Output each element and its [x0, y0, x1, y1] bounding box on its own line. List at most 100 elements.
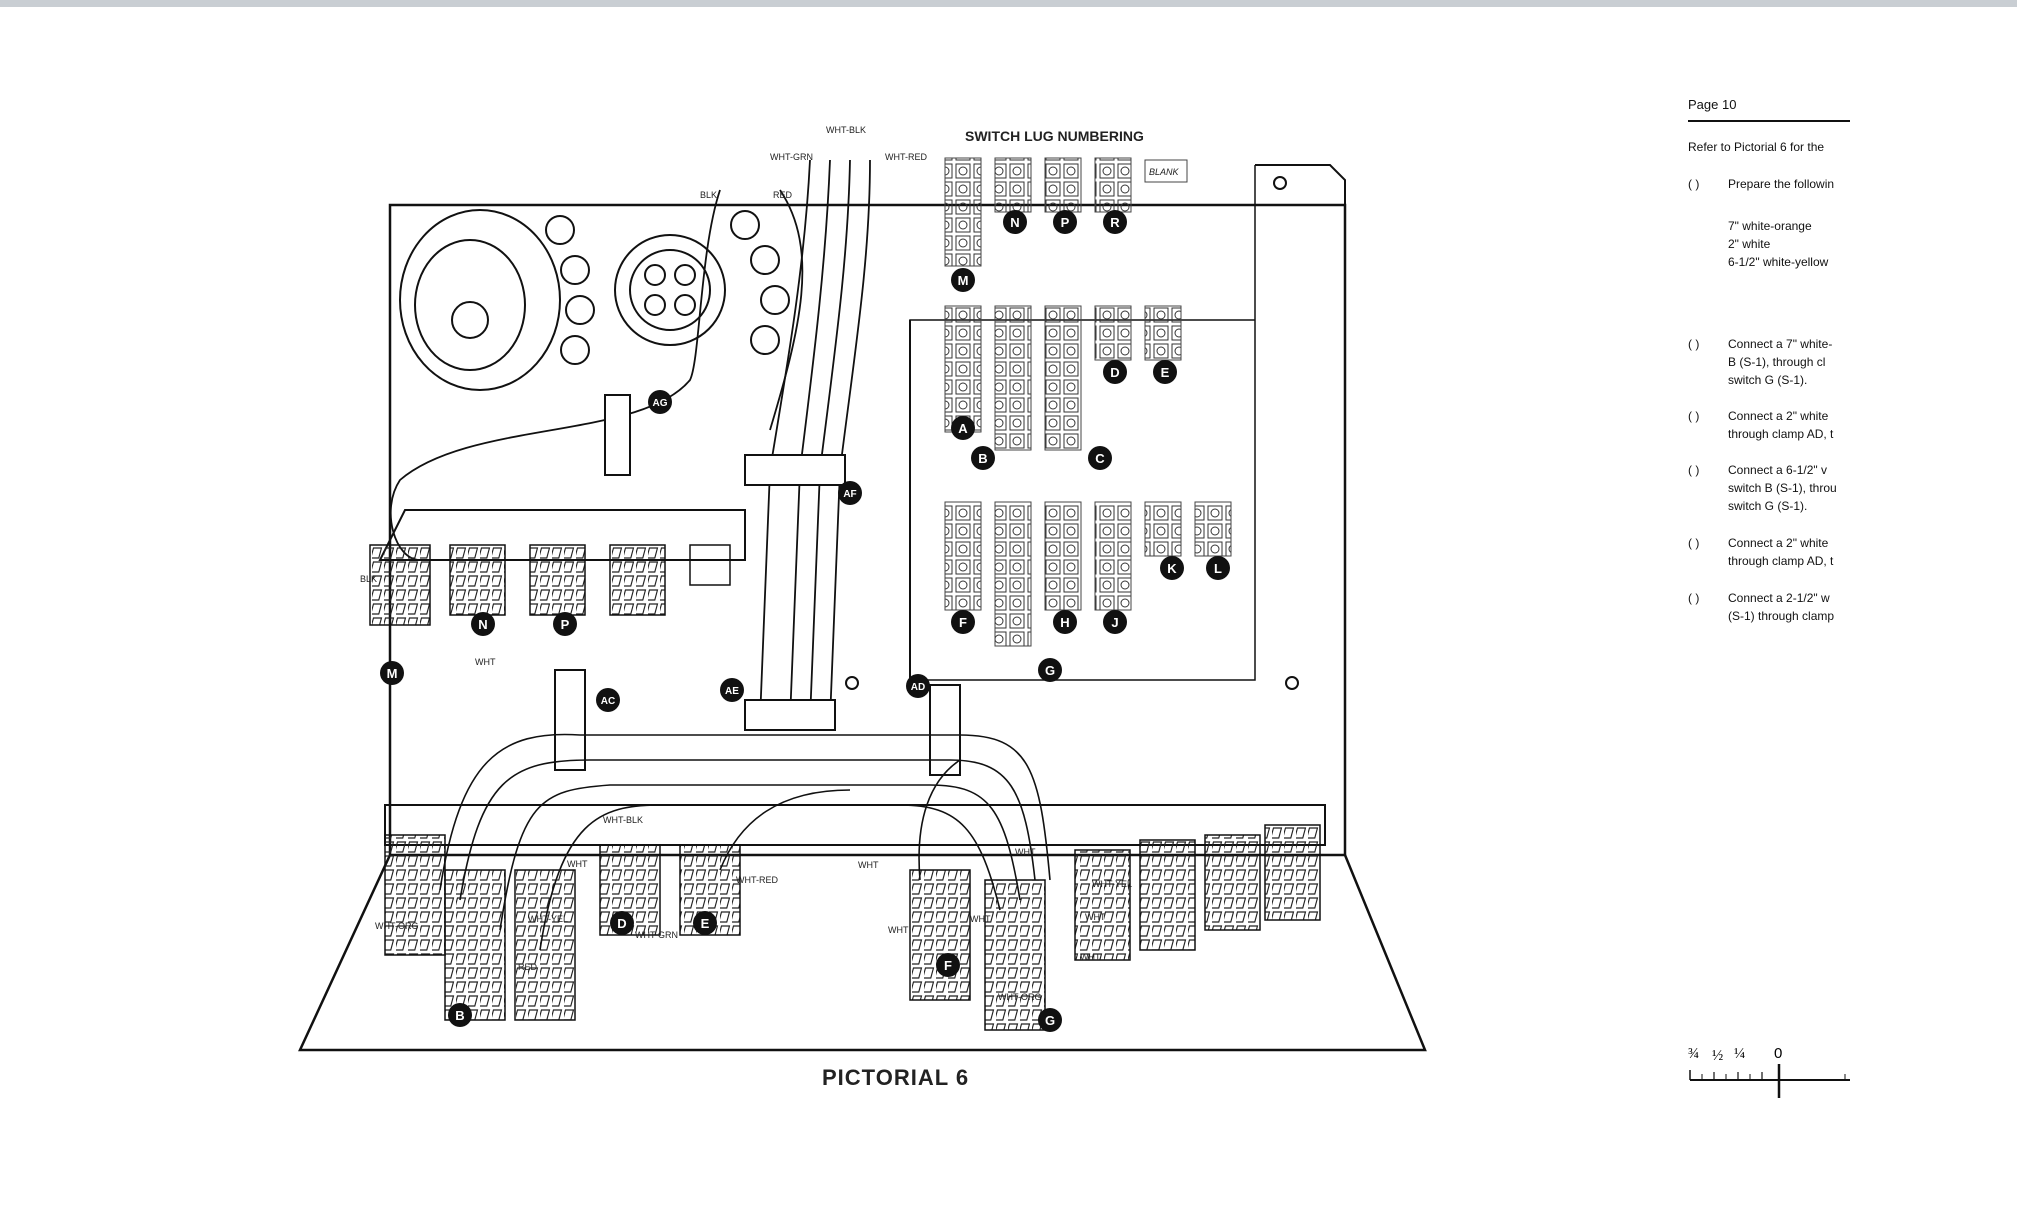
- svg-text:WHT-GRN: WHT-GRN: [770, 152, 813, 162]
- callout-clamp-AC: AC: [596, 688, 620, 712]
- svg-text:C: C: [1095, 451, 1105, 466]
- wire-list: 7" white-orange 2" white 6-1/2" white-ye…: [1728, 219, 1829, 269]
- svg-text:RED: RED: [773, 190, 793, 200]
- svg-text:N: N: [1010, 215, 1019, 230]
- svg-text:AE: AE: [725, 686, 739, 697]
- svg-text:WHT: WHT: [1015, 847, 1036, 857]
- front-switch-row: [384, 804, 1326, 1031]
- step-checkbox[interactable]: ( ): [1688, 536, 1700, 550]
- svg-text:N: N: [478, 617, 487, 632]
- svg-text:F: F: [944, 958, 952, 973]
- step-checkbox[interactable]: ( ): [1688, 337, 1700, 351]
- intro-text: Refer to Pictorial 6 for the: [1688, 140, 1825, 154]
- callout-rear-P: P: [553, 612, 577, 636]
- svg-text:WHT: WHT: [1080, 952, 1101, 962]
- step-checkbox[interactable]: ( ): [1688, 409, 1700, 423]
- svg-text:WHT-ORG: WHT-ORG: [998, 992, 1042, 1002]
- svg-text:WHT-BLK: WHT-BLK: [603, 815, 643, 825]
- svg-text:G: G: [1045, 663, 1055, 678]
- callout-clamp-AE: AE: [720, 678, 744, 702]
- svg-text:AF: AF: [843, 489, 856, 500]
- callout-J: J: [1103, 610, 1127, 634]
- svg-text:H: H: [1060, 615, 1069, 630]
- callout-rear-M: M: [380, 661, 404, 685]
- callout-G: G: [1038, 658, 1062, 682]
- svg-text:J: J: [1111, 615, 1118, 630]
- callout-A: A: [951, 416, 975, 440]
- svg-text:WHT: WHT: [1085, 912, 1106, 922]
- svg-text:AG: AG: [653, 398, 668, 409]
- step-3: ( ) Connect a 2" white through clamp AD,…: [1688, 409, 1834, 441]
- callout-clamp-AG: AG: [648, 390, 672, 414]
- callout-N: N: [1003, 210, 1027, 234]
- svg-text:P: P: [561, 617, 570, 632]
- callout-H: H: [1053, 610, 1077, 634]
- svg-text:A: A: [958, 421, 968, 436]
- step-checkbox[interactable]: ( ): [1688, 591, 1700, 605]
- callout-C: C: [1088, 446, 1112, 470]
- instructions-column: Page 10 Refer to Pictorial 6 for the ( )…: [1688, 0, 2017, 1225]
- svg-text:WHT-YEL: WHT-YEL: [1092, 879, 1132, 889]
- header-rule: [1688, 120, 1850, 122]
- svg-text:G: G: [1045, 1013, 1055, 1028]
- svg-text:WHT-YEL: WHT-YEL: [528, 914, 568, 924]
- svg-text:AD: AD: [911, 682, 925, 693]
- svg-text:WHT: WHT: [970, 914, 991, 924]
- svg-text:WHT: WHT: [475, 657, 496, 667]
- socket-left: [399, 209, 595, 391]
- svg-text:F: F: [959, 615, 967, 630]
- svg-text:WHT: WHT: [858, 860, 879, 870]
- svg-text:½: ½: [1712, 1048, 1723, 1064]
- svg-text:K: K: [1167, 561, 1177, 576]
- svg-text:WHT-ORG: WHT-ORG: [375, 921, 419, 931]
- svg-text:0: 0: [1774, 1045, 1782, 1062]
- callout-D: D: [1103, 360, 1127, 384]
- svg-text:B: B: [978, 451, 987, 466]
- svg-text:R: R: [1110, 215, 1120, 230]
- callout-clamp-AF: AF: [838, 481, 862, 505]
- svg-text:D: D: [1110, 365, 1119, 380]
- svg-text:¾: ¾: [1688, 1046, 1699, 1062]
- step-2: ( ) Connect a 7" white- B (S-1), through…: [1688, 337, 1833, 387]
- callout-rear-N: N: [471, 612, 495, 636]
- svg-text:M: M: [387, 666, 398, 681]
- step-1: ( ) Prepare the followin: [1688, 177, 1835, 191]
- callout-clamp-AD: AD: [906, 674, 930, 698]
- callout-P: P: [1053, 210, 1077, 234]
- wire-labels: WHT-BLK WHT-GRN WHT-RED BLK RED BLK WHT …: [360, 125, 1132, 1002]
- rear-switch-strip: [369, 509, 746, 626]
- callout-front-B: B: [448, 1003, 472, 1027]
- callout-front-E: E: [693, 911, 717, 935]
- svg-text:E: E: [1161, 365, 1170, 380]
- step-checkbox[interactable]: ( ): [1688, 463, 1700, 477]
- callout-L: L: [1206, 556, 1230, 580]
- svg-text:WHT-RED: WHT-RED: [736, 875, 778, 885]
- callout-R: R: [1103, 210, 1127, 234]
- figure-caption: PICTORIAL 6: [822, 1065, 969, 1090]
- svg-text:WHT: WHT: [567, 859, 588, 869]
- step-checkbox[interactable]: ( ): [1688, 177, 1700, 191]
- front-wiring: [439, 733, 1051, 951]
- svg-text:¼: ¼: [1734, 1046, 1745, 1062]
- svg-text:BLK: BLK: [700, 190, 717, 200]
- svg-text:WHT-BLK: WHT-BLK: [826, 125, 866, 135]
- step-6: ( ) Connect a 2-1/2" w (S-1) through cla…: [1688, 591, 1835, 623]
- socket-right: [614, 210, 790, 355]
- svg-text:L: L: [1214, 561, 1222, 576]
- callout-B: B: [971, 446, 995, 470]
- top-edge-bar: [0, 0, 2017, 7]
- callout-K: K: [1160, 556, 1184, 580]
- page-header: Page 10: [1688, 97, 1737, 112]
- step-4: ( ) Connect a 6-1/2" v switch B (S-1), t…: [1688, 463, 1837, 513]
- svg-text:M: M: [958, 273, 969, 288]
- callout-front-D: D: [610, 911, 634, 935]
- svg-text:P: P: [1061, 215, 1070, 230]
- step-5: ( ) Connect a 2" white through clamp AD,…: [1688, 536, 1834, 568]
- svg-text:RED: RED: [518, 962, 538, 972]
- svg-text:WHT: WHT: [888, 925, 909, 935]
- svg-text:BLK: BLK: [360, 574, 377, 584]
- svg-text:WHT-RED: WHT-RED: [885, 152, 927, 162]
- callout-E: E: [1153, 360, 1177, 384]
- svg-text:WHT-GRN: WHT-GRN: [635, 930, 678, 940]
- svg-text:B: B: [455, 1008, 464, 1023]
